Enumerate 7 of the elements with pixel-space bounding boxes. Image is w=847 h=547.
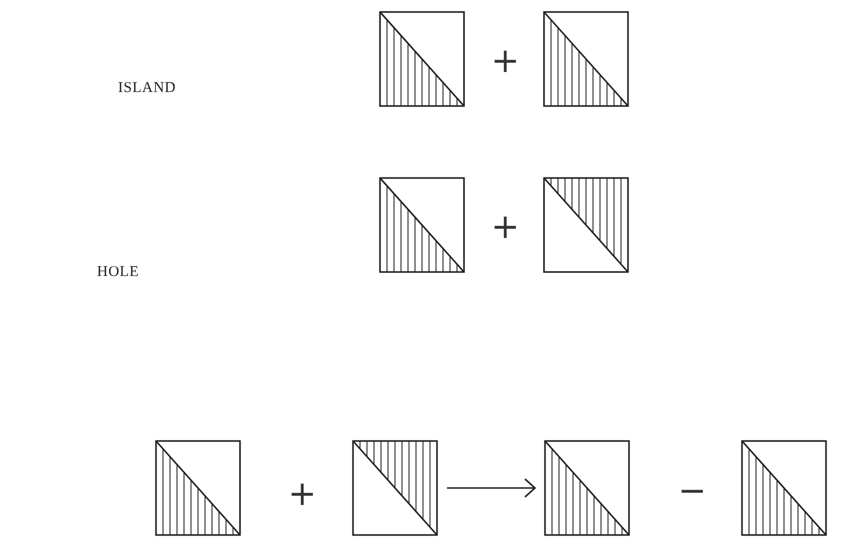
operator-sign: + — [491, 210, 520, 244]
row-label: ISLAND — [118, 81, 176, 96]
operator-sign: + — [491, 44, 520, 78]
arrow — [447, 478, 536, 498]
operator-sign: + — [288, 477, 316, 511]
row-label: HOLE — [97, 265, 139, 280]
operator-sign: − — [678, 474, 706, 508]
